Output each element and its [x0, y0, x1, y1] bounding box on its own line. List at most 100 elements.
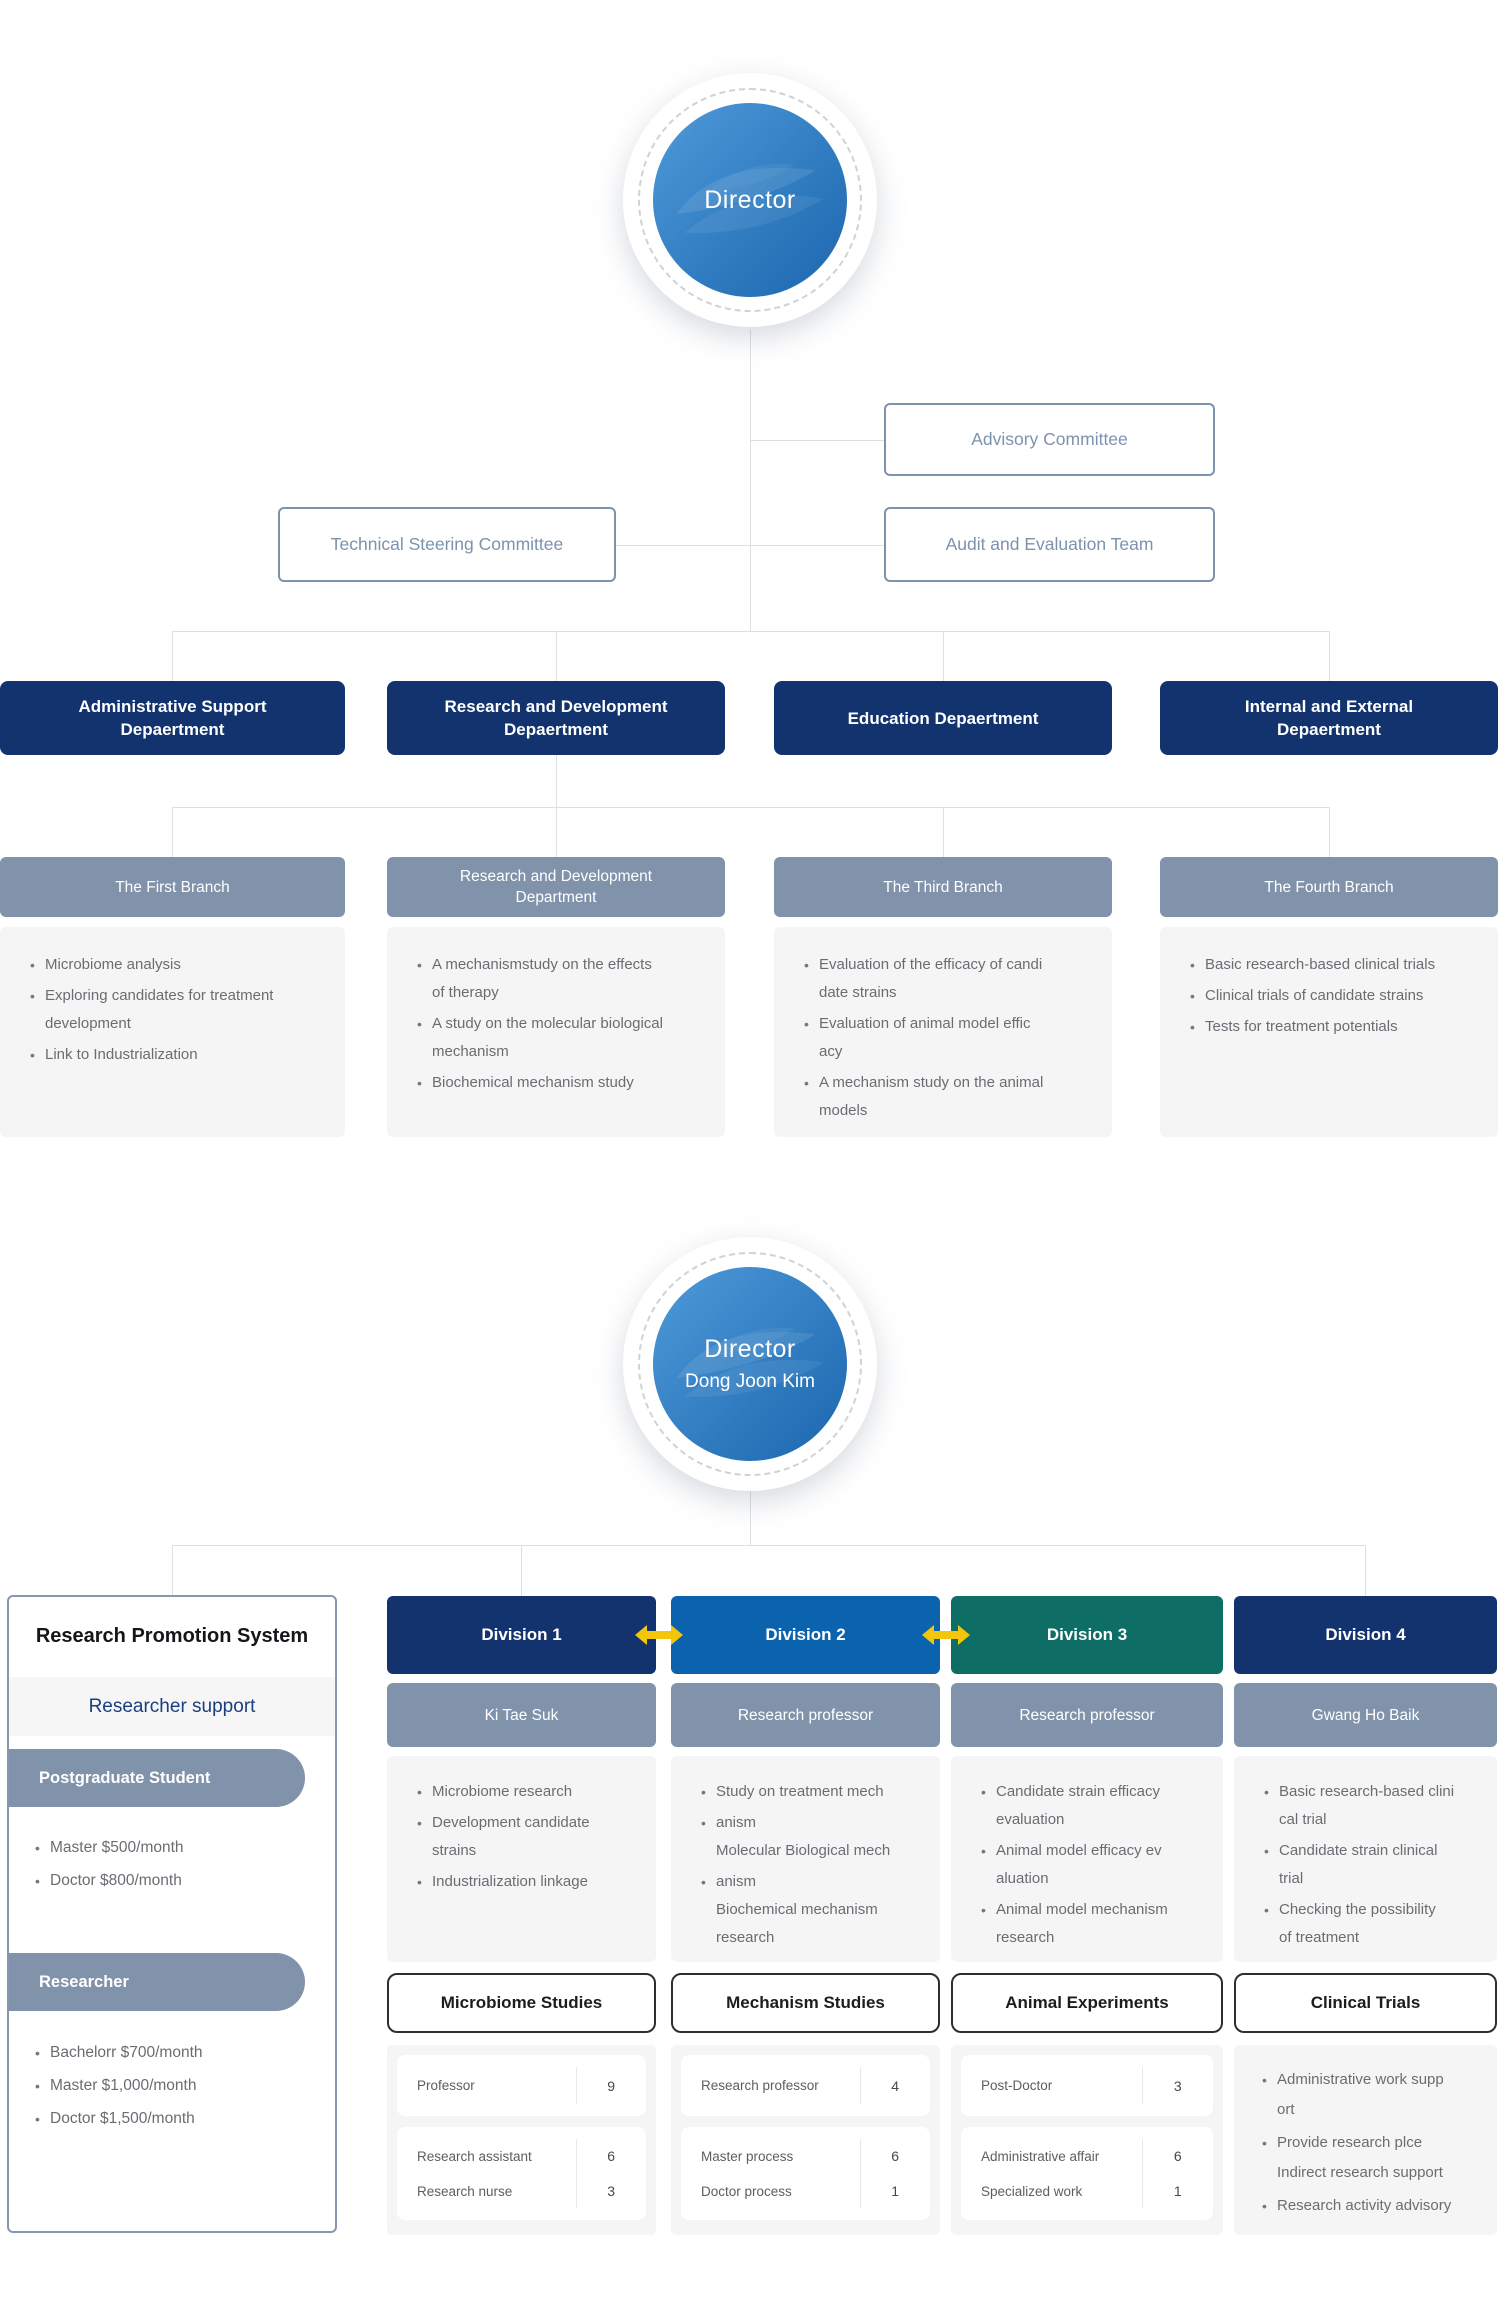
connector-line: [1329, 631, 1330, 681]
connector-line: [943, 631, 944, 681]
staff-row: Post-Doctor 3: [961, 2068, 1213, 2103]
bullet-icon: •: [1190, 957, 1195, 973]
technical-steering-committee-label: Technical Steering Committee: [330, 534, 564, 554]
connector-line: [172, 807, 173, 857]
staff-panel-division-1: Professor 9 Research assistant 6 Researc…: [387, 2045, 656, 2235]
connector-line: [172, 631, 1329, 632]
audit-evaluation-team-box: Audit and Evaluation Team: [884, 507, 1215, 582]
list-item: •A mechanismstudy on the effects of ther…: [417, 951, 711, 1007]
bullet-icon: •: [35, 2078, 40, 2094]
list-item: •Administrative work supp ort: [1262, 2065, 1487, 2125]
list-item: •Basic research-based clini cal trial: [1264, 1778, 1483, 1834]
staff-row: Research professor 4: [681, 2068, 930, 2103]
director-name: Dong Joon Kim: [685, 1371, 815, 1392]
branch-body-third: •Evaluation of the efficacy of candi dat…: [774, 927, 1112, 1137]
staff-card: Post-Doctor 3: [961, 2055, 1213, 2116]
card-divider: [1142, 2139, 1144, 2208]
technical-steering-committee-box: Technical Steering Committee: [278, 507, 616, 582]
division-2-body: •Study on treatment mech •anism Molecula…: [671, 1756, 940, 1962]
division-4-body: •Basic research-based clini cal trial •C…: [1234, 1756, 1497, 1962]
list-item: •Microbiome analysis: [30, 951, 331, 979]
pill-researcher: Researcher: [9, 1953, 305, 2011]
staff-panel-division-3: Post-Doctor 3 Administrative affair 6 Sp…: [951, 2045, 1223, 2235]
connector-line: [521, 1545, 522, 1596]
staff-role: Post-Doctor: [981, 2078, 1053, 2093]
list-item: •Doctor $800/month: [35, 1866, 184, 1896]
bullet-icon: •: [417, 1874, 422, 1890]
promotion-title: Research Promotion System: [35, 1625, 309, 1647]
connector-line: [750, 440, 884, 441]
division-1-body: •Microbiome research •Development candid…: [387, 1756, 656, 1962]
director-node: Director: [623, 73, 877, 327]
bullet-icon: •: [1264, 1902, 1269, 1918]
double-arrow-icon: [635, 1625, 683, 1645]
department-administrative-support: Administrative Support Depaertment: [0, 681, 345, 755]
staff-count: 6: [607, 2148, 616, 2164]
staff-panel-division-2: Research professor 4 Master process 6 Do…: [671, 2045, 940, 2235]
double-arrow-icon: [922, 1625, 970, 1645]
researcher-list: •Bachelorr $700/month •Master $1,000/mon…: [35, 2038, 203, 2137]
division-4-header: Division 4: [1234, 1596, 1497, 1674]
department-research-development: Research and Development Depaertment: [387, 681, 725, 755]
bullet-icon: •: [1264, 1843, 1269, 1859]
staff-role: Specialized work: [981, 2183, 1083, 2199]
logo-watermark-icon: [676, 163, 824, 233]
staff-row: Research assistant 6: [397, 2139, 646, 2174]
branch-header-rnd: Research and Development Department: [387, 857, 725, 917]
bullet-icon: •: [981, 1784, 986, 1800]
staff-row: Master process 6: [681, 2139, 930, 2174]
list-item: •Evaluation of the efficacy of candi dat…: [804, 951, 1098, 1007]
staff-role: Administrative affair: [981, 2148, 1100, 2164]
branch-body-first: •Microbiome analysis •Exploring candidat…: [0, 927, 345, 1137]
bullet-icon: •: [35, 1840, 40, 1856]
bullet-icon: •: [417, 1815, 422, 1831]
staff-role: Doctor process: [701, 2183, 792, 2199]
staff-card: Master process 6 Doctor process 1: [681, 2127, 930, 2220]
branch-header-third: The Third Branch: [774, 857, 1112, 917]
director-circle-2: Director Dong Joon Kim: [653, 1267, 847, 1461]
director-title: Director: [704, 1335, 796, 1363]
list-item: •Microbiome research: [417, 1778, 642, 1806]
connector-line: [1329, 807, 1330, 857]
list-item: •Biochemical mechanism study: [417, 1069, 711, 1097]
staff-count: 3: [607, 2183, 616, 2199]
bullet-icon: •: [35, 1873, 40, 1889]
study-box-animal: Animal Experiments: [951, 1973, 1223, 2033]
connector-line: [172, 1545, 173, 1595]
card-divider: [576, 2067, 578, 2104]
bullet-icon: •: [804, 1016, 809, 1032]
division-2-head: Research professor: [671, 1683, 940, 1747]
postgraduate-list: •Master $500/month •Doctor $800/month: [35, 1833, 184, 1899]
list-item: •A mechanism study on the animal models: [804, 1069, 1098, 1125]
list-item: •Evaluation of animal model effic acy: [804, 1010, 1098, 1066]
bullet-icon: •: [1190, 1019, 1195, 1035]
staff-card: Research assistant 6 Research nurse 3: [397, 2127, 646, 2220]
pill-postgraduate-student: Postgraduate Student: [9, 1749, 305, 1807]
division-3-head: Research professor: [951, 1683, 1223, 1747]
staff-role: Master process: [701, 2148, 794, 2164]
list-item: •Candidate strain clinical trial: [1264, 1837, 1483, 1893]
list-item: •Development candidate strains: [417, 1809, 642, 1865]
list-item: •Doctor $1,500/month: [35, 2104, 203, 2134]
bullet-icon: •: [35, 2111, 40, 2127]
list-item: •anism Molecular Biological mech: [701, 1809, 926, 1865]
study-box-mechanism: Mechanism Studies: [671, 1973, 940, 2033]
connector-line: [556, 631, 557, 681]
clinical-trials-notes: •Administrative work supp ort •Provide r…: [1234, 2045, 1497, 2235]
list-item: •Exploring candidates for treatment deve…: [30, 982, 331, 1038]
card-divider: [860, 2139, 862, 2208]
division-2-header: Division 2: [671, 1596, 940, 1674]
list-item: •Industrialization linkage: [417, 1868, 642, 1896]
division-1-head: Ki Tae Suk: [387, 1683, 656, 1747]
list-item: •Clinical trials of candidate strains: [1190, 982, 1484, 1010]
branch-body-fourth: •Basic research-based clinical trials •C…: [1160, 927, 1498, 1137]
staff-role: Research professor: [701, 2078, 819, 2093]
advisory-committee-label: Advisory Committee: [971, 429, 1128, 449]
director-circle: Director: [653, 103, 847, 297]
staff-count: 1: [891, 2183, 900, 2199]
card-divider: [860, 2067, 862, 2104]
division-4-head: Gwang Ho Baik: [1234, 1683, 1497, 1747]
audit-evaluation-team-label: Audit and Evaluation Team: [945, 534, 1154, 554]
staff-card: Administrative affair 6 Specialized work…: [961, 2127, 1213, 2220]
bullet-icon: •: [1264, 1784, 1269, 1800]
